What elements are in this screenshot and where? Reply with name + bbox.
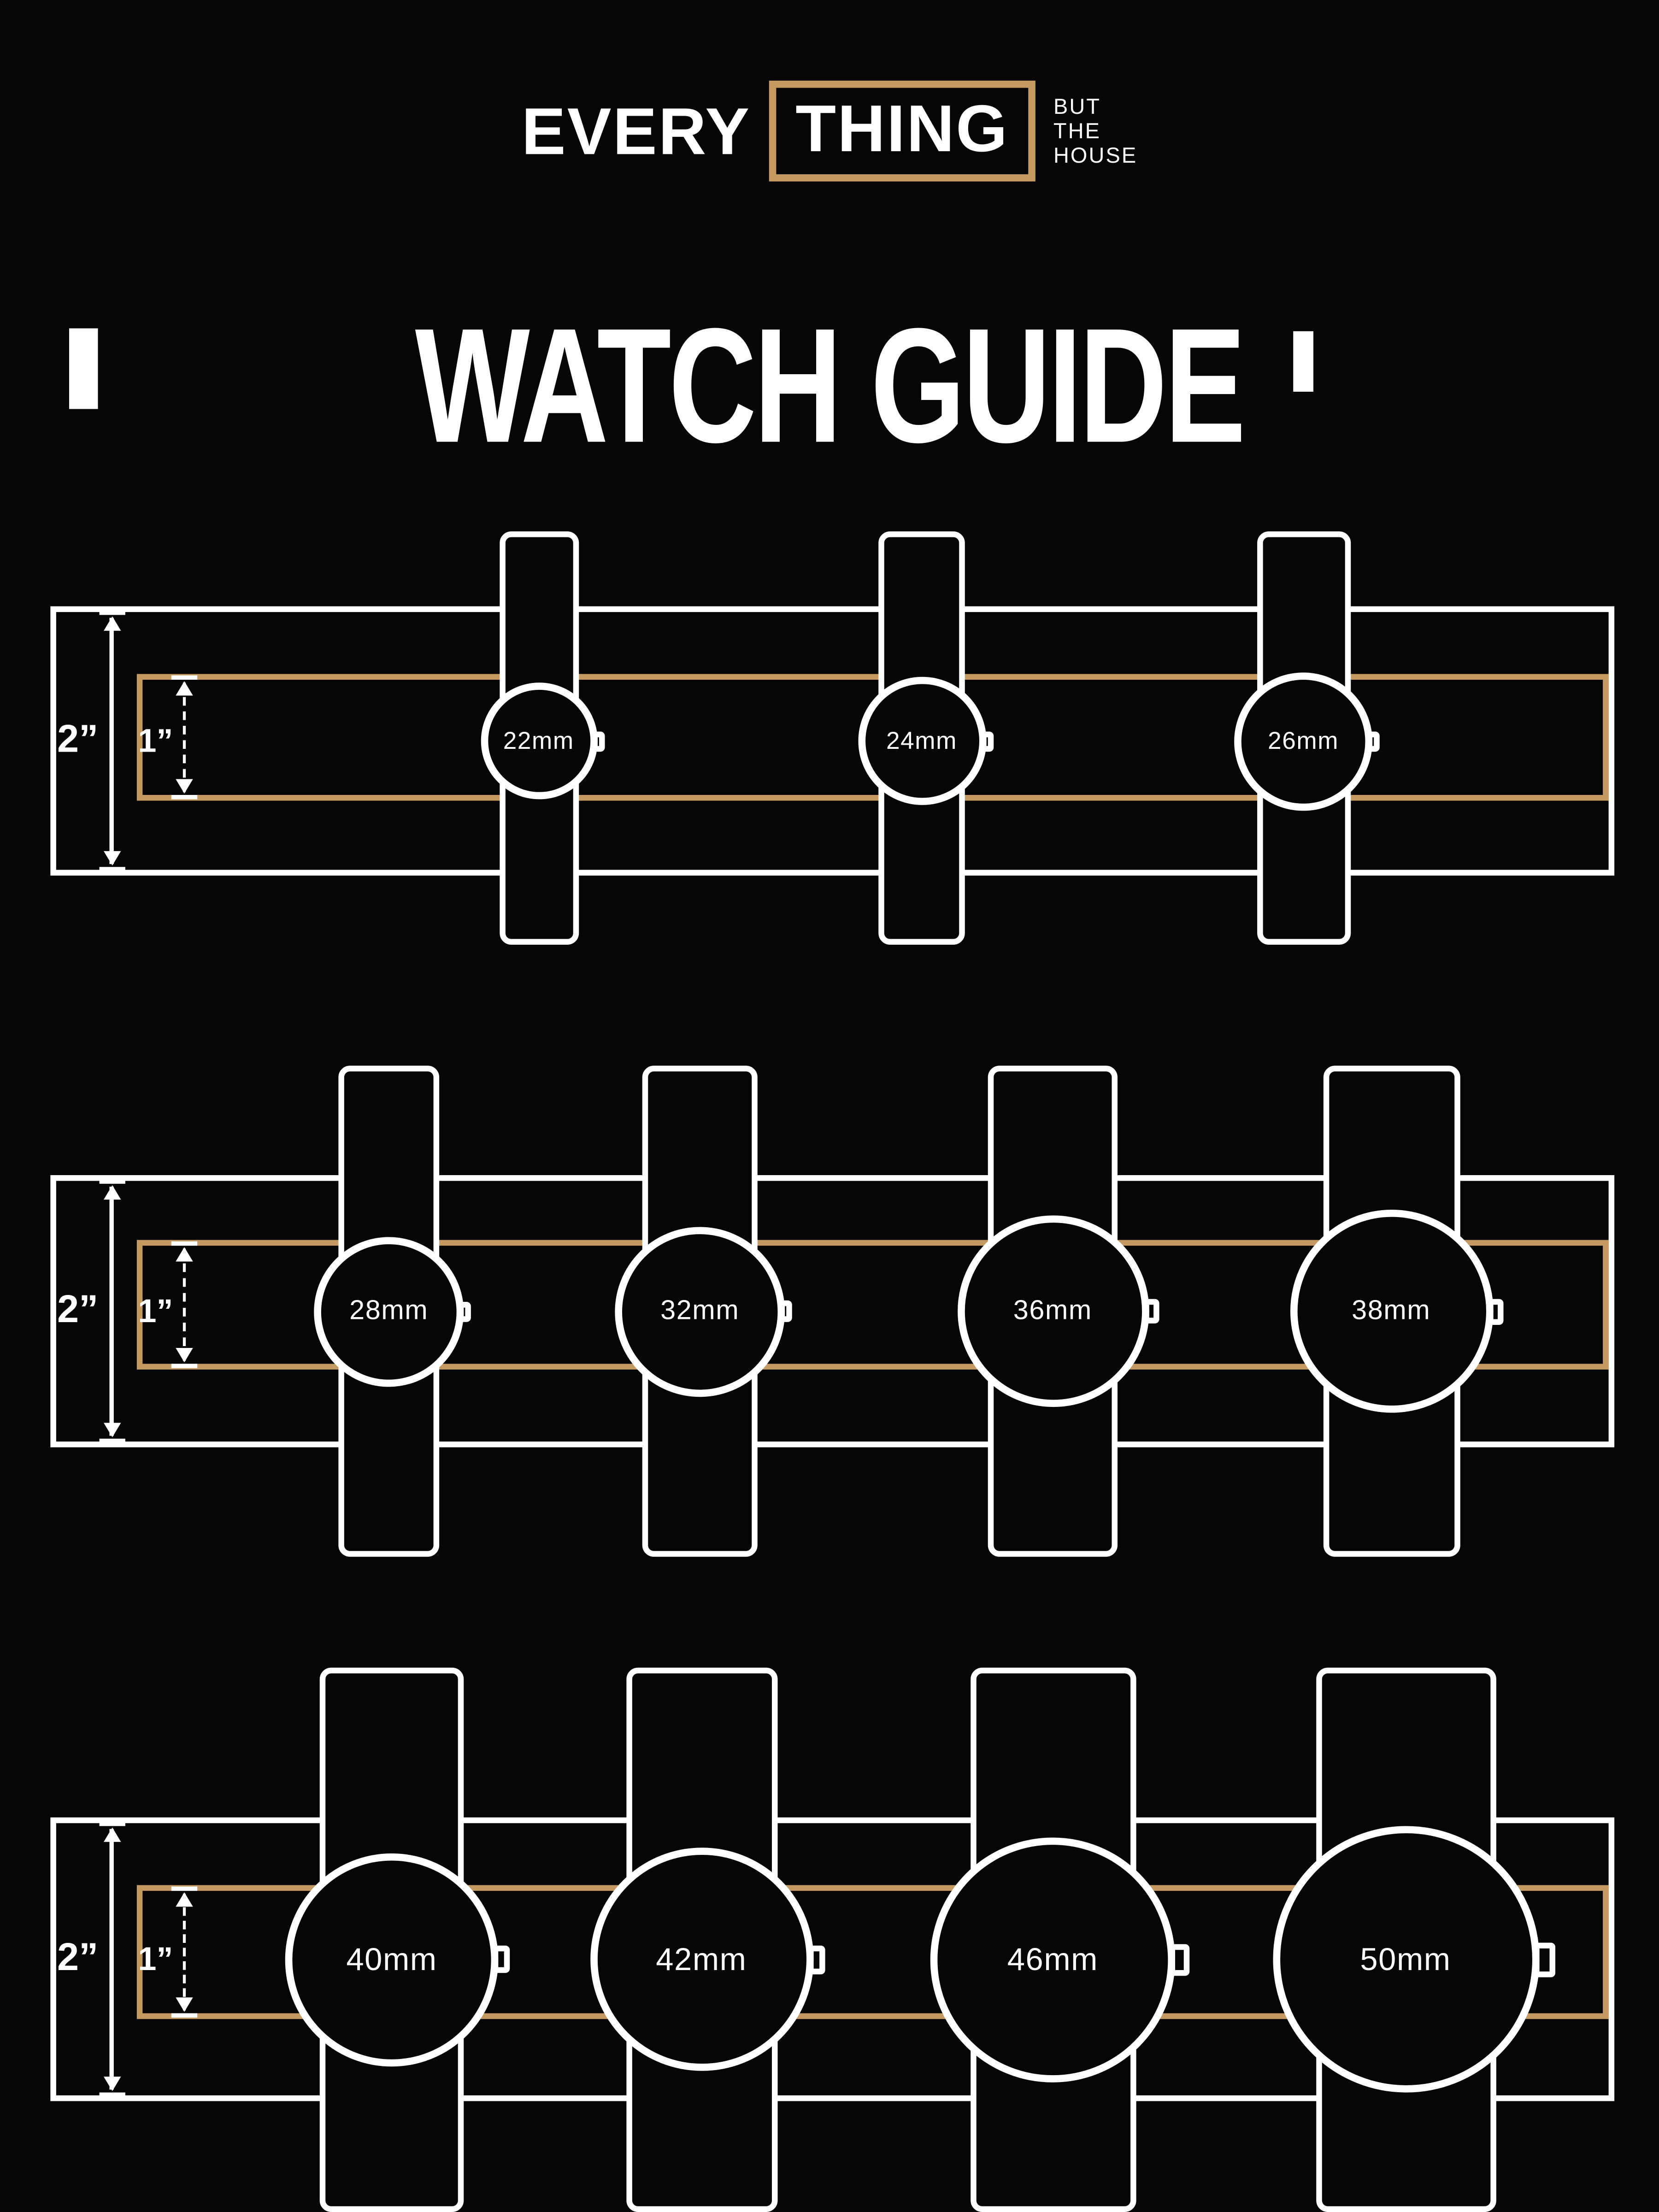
watch-size-label: 22mm (503, 726, 574, 754)
inner-dimension-label: 1” (138, 1291, 173, 1329)
brand-logo-box: THING (769, 81, 1035, 182)
inner-dimension-line (171, 675, 197, 800)
brand-tagline: BUT THE HOUSE (1053, 94, 1137, 168)
inner-dimension-label: 1” (138, 721, 173, 759)
watch-size-label: 46mm (1007, 1940, 1099, 1977)
arrowhead-down-icon (103, 851, 120, 866)
inner-dimension-line (171, 1241, 197, 1368)
watch-size-label: 26mm (1268, 726, 1339, 754)
watch-face: 42mm (589, 1847, 813, 2071)
inner-dimension-line (171, 1886, 197, 2018)
outer-dimension-line (99, 1179, 125, 1443)
decorative-mark-left (69, 328, 98, 409)
arrowhead-up-icon (175, 1247, 193, 1262)
arrowhead-up-icon (175, 681, 193, 696)
outer-dimension-label: 2” (57, 716, 99, 760)
watch-face: 46mm (930, 1836, 1175, 2082)
watch-size-label: 36mm (1013, 1295, 1092, 1326)
watch-size-label: 42mm (656, 1940, 747, 1977)
end-tick (171, 1364, 197, 1368)
watch-face: 50mm (1272, 1826, 1539, 2093)
watch-size-label: 24mm (886, 726, 957, 754)
end-tick (99, 611, 125, 615)
brand-tagline-line: BUT (1053, 94, 1101, 119)
end-tick (171, 795, 197, 800)
arrowhead-down-icon (103, 2077, 120, 2091)
watch-size-label: 50mm (1360, 1940, 1451, 1977)
watch-size-label: 40mm (346, 1940, 437, 1977)
watch-face: 40mm (285, 1853, 499, 2066)
brand-word-thing: THING (795, 90, 1009, 166)
end-tick (99, 867, 125, 871)
watch-size-label: 28mm (349, 1295, 429, 1326)
arrowhead-up-icon (103, 616, 120, 631)
inner-dimension-label: 1” (138, 1939, 173, 1977)
outer-dimension-line (99, 1822, 125, 2097)
arrowhead-up-icon (175, 1892, 193, 1907)
outer-band (50, 606, 1615, 876)
decorative-mark-right (1293, 331, 1313, 392)
end-tick (99, 1179, 125, 1184)
brand-tagline-line: THE (1053, 118, 1101, 143)
arrowhead-up-icon (103, 1185, 120, 1200)
end-tick (99, 2092, 125, 2097)
inner-band (136, 1885, 1609, 2019)
end-tick (171, 2013, 197, 2018)
watch-size-label: 38mm (1352, 1295, 1431, 1326)
brand-tagline-line: HOUSE (1053, 143, 1138, 168)
end-tick (171, 675, 197, 680)
arrowhead-down-icon (175, 1997, 193, 2012)
page-title: WATCH GUIDE (415, 295, 1246, 478)
end-tick (171, 1241, 197, 1246)
arrowhead-down-icon (175, 779, 193, 794)
end-tick (99, 1822, 125, 1826)
arrowhead-up-icon (103, 1827, 120, 1842)
page-title-wrap: WATCH GUIDE (0, 296, 1659, 478)
brand-logo: EVERY THING BUT THE HOUSE (0, 81, 1659, 182)
outer-dimension-label: 2” (57, 1287, 99, 1330)
outer-dimension-line (99, 611, 125, 871)
arrowhead-down-icon (175, 1348, 193, 1363)
end-tick (99, 1438, 125, 1443)
arrowhead-down-icon (103, 1423, 120, 1437)
brand-word-every: EVERY (521, 94, 751, 169)
inner-band (136, 1240, 1609, 1370)
outer-dimension-label: 2” (57, 1935, 99, 1978)
outer-band (50, 1175, 1615, 1447)
watch-size-label: 32mm (660, 1295, 740, 1326)
end-tick (171, 1886, 197, 1891)
